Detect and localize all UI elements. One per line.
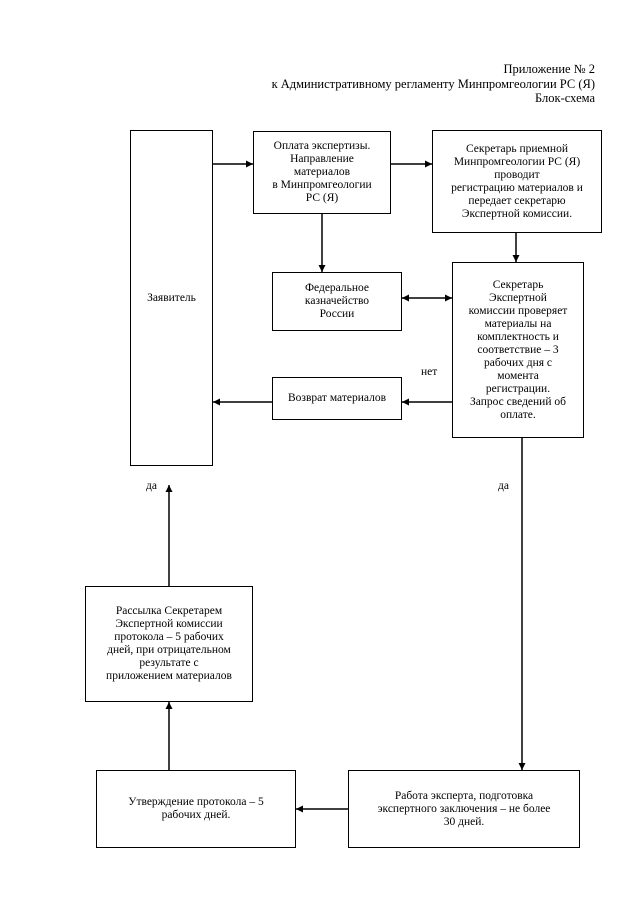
box-treasury: Федеральное казначейство России bbox=[272, 272, 402, 331]
box-expert-work: Работа эксперта, подготовка экспертного … bbox=[348, 770, 580, 848]
appendix-title: Приложение № 2 bbox=[503, 62, 595, 76]
box-secretary-reception-text: Секретарь приемной Минпромгеологии РС (Я… bbox=[451, 142, 583, 220]
box-return-materials-text: Возврат материалов bbox=[287, 392, 386, 404]
box-payment: Оплата экспертизы. Направление материало… bbox=[253, 131, 391, 214]
box-payment-text: Оплата экспертизы. Направление материало… bbox=[272, 140, 372, 204]
box-secretary-commission-text: Секретарь Экспертной комиссии проверяет … bbox=[468, 278, 568, 421]
diagram-title: Блок-схема bbox=[535, 91, 595, 105]
box-mailing: Рассылка Секретарем Экспертной комиссии … bbox=[85, 586, 253, 702]
box-secretary-reception: Секретарь приемной Минпромгеологии РС (Я… bbox=[432, 130, 602, 233]
box-mailing-text: Рассылка Секретарем Экспертной комиссии … bbox=[106, 605, 232, 682]
box-applicant: Заявитель bbox=[130, 130, 213, 466]
box-approval: Утверждение протокола – 5 рабочих дней. bbox=[96, 770, 296, 848]
label-no: нет bbox=[421, 366, 438, 378]
box-expert-work-text: Работа эксперта, подготовка экспертного … bbox=[377, 789, 551, 828]
box-return-materials: Возврат материалов bbox=[272, 377, 402, 420]
box-secretary-commission: Секретарь Экспертной комиссии проверяет … bbox=[452, 262, 584, 438]
box-approval-text: Утверждение протокола – 5 рабочих дней. bbox=[128, 796, 264, 821]
label-yes-left: да bbox=[146, 480, 157, 492]
box-applicant-text: Заявитель bbox=[147, 291, 196, 304]
header: Приложение № 2 к Административному регла… bbox=[272, 62, 595, 106]
regulation-reference: к Административному регламенту Минпромге… bbox=[271, 76, 595, 91]
label-yes-right: да bbox=[498, 480, 509, 492]
box-treasury-text: Федеральное казначейство России bbox=[304, 282, 370, 320]
